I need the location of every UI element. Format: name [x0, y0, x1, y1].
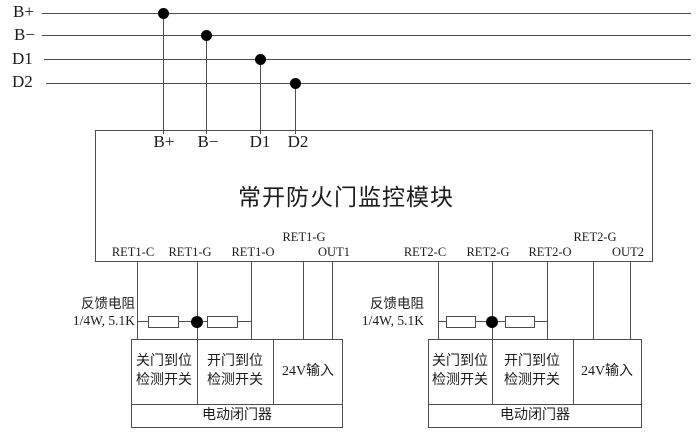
resistor-note-left-line2: 1/4W, 5.1K — [72, 313, 135, 328]
resistor-left-1 — [148, 316, 179, 328]
door-closer-right-divider-1 — [492, 339, 493, 404]
terminal-label-out1: OUT1 — [318, 245, 350, 259]
terminal-label-ret1-c: RET1-C — [111, 245, 155, 259]
terminal-label-ret2-g2: RET2-G — [573, 230, 617, 244]
resistor-note-left-line1: 反馈电阻 — [81, 296, 135, 311]
door-closer-name-left: 电动闭门器 — [202, 408, 272, 423]
junction-dot-b-minus — [201, 30, 212, 41]
module-box — [95, 130, 653, 262]
module-title: 常开防火门监控模块 — [238, 185, 454, 210]
terminal-label-ret1-g: RET1-G — [168, 245, 212, 259]
module-terminal-d2: D2 — [287, 132, 309, 151]
bus-label-b-plus: B+ — [13, 2, 34, 21]
terminal-line-ret1-c — [137, 261, 138, 340]
junction-dot-d2 — [290, 78, 301, 89]
bus-line-b-plus — [42, 13, 691, 14]
terminal-label-ret2-c: RET2-C — [403, 245, 447, 259]
drop-line-b-plus — [163, 13, 164, 134]
resistor-note-right-line2: 1/4W, 5.1K — [361, 313, 424, 328]
door-closer-left-divider-2 — [273, 339, 274, 404]
terminal-line-ret2-c — [438, 261, 439, 340]
junction-dot-ret2-g — [486, 316, 498, 328]
door-closer-box-right — [428, 339, 642, 428]
terminal-line-ret2-g2 — [593, 261, 594, 340]
close-switch-label-left: 关门到位 检测开关 — [136, 352, 192, 390]
terminal-line-ret1-o — [251, 261, 252, 340]
close-switch-label-right: 关门到位 检测开关 — [432, 352, 488, 390]
terminal-label-out2: OUT2 — [612, 245, 644, 259]
junction-dot-b-plus — [158, 8, 169, 19]
drop-line-d2 — [295, 83, 296, 134]
close-switch-left-line2: 检测开关 — [136, 373, 192, 388]
resistor-note-right: 反馈电阻 1/4W, 5.1K — [338, 295, 424, 329]
terminal-line-ret1-g — [197, 261, 198, 340]
terminal-label-ret2-o: RET2-O — [528, 245, 572, 259]
open-switch-label-right: 开门到位 检测开关 — [504, 352, 560, 390]
module-terminal-b-minus: B− — [197, 132, 219, 151]
terminal-line-ret1-g2 — [303, 261, 304, 340]
terminal-label-ret2-g: RET2-G — [466, 245, 510, 259]
door-closer-box-left — [131, 339, 343, 428]
resistor-note-left: 反馈电阻 1/4W, 5.1K — [48, 295, 135, 329]
bus-line-b-minus — [42, 35, 691, 36]
terminal-label-ret1-g2: RET1-G — [282, 230, 326, 244]
terminal-line-ret2-g — [492, 261, 493, 340]
junction-dot-ret1-g — [191, 316, 203, 328]
bus-label-b-minus: B− — [14, 25, 35, 44]
drop-line-d1 — [260, 59, 261, 134]
module-terminal-b-plus: B+ — [153, 132, 175, 151]
module-terminal-d1: D1 — [249, 132, 271, 151]
bus-line-d1 — [44, 59, 691, 60]
door-closer-right-divider-2 — [573, 339, 574, 404]
open-switch-label-left: 开门到位 检测开关 — [207, 352, 263, 390]
bus-label-d1: D1 — [12, 49, 33, 68]
door-closer-left-divider-1 — [197, 339, 198, 404]
resistor-right-2 — [505, 316, 535, 328]
terminal-label-ret1-o: RET1-O — [231, 245, 275, 259]
resistor-note-right-line1: 反馈电阻 — [370, 296, 424, 311]
drop-line-b-minus — [206, 35, 207, 134]
bus-label-d2: D2 — [12, 72, 33, 91]
24v-input-label-right: 24V输入 — [580, 364, 634, 379]
bus-line-d2 — [46, 83, 691, 84]
terminal-line-out1 — [332, 261, 333, 340]
junction-dot-d1 — [255, 54, 266, 65]
open-switch-left-line1: 开门到位 — [207, 354, 263, 369]
resistor-left-2 — [207, 316, 238, 328]
door-closer-name-right: 电动闭门器 — [500, 408, 570, 423]
close-switch-left-line1: 关门到位 — [136, 354, 192, 369]
open-switch-right-line2: 检测开关 — [504, 373, 560, 388]
open-switch-left-line2: 检测开关 — [207, 373, 263, 388]
terminal-line-ret2-o — [547, 261, 548, 340]
open-switch-right-line1: 开门到位 — [504, 354, 560, 369]
door-closer-left-divider-h — [131, 404, 343, 405]
close-switch-right-line2: 检测开关 — [432, 373, 488, 388]
resistor-right-1 — [446, 316, 476, 328]
24v-input-label-left: 24V输入 — [281, 364, 335, 379]
close-switch-right-line1: 关门到位 — [432, 354, 488, 369]
door-closer-right-divider-h — [428, 404, 642, 405]
terminal-line-out2 — [630, 261, 631, 340]
